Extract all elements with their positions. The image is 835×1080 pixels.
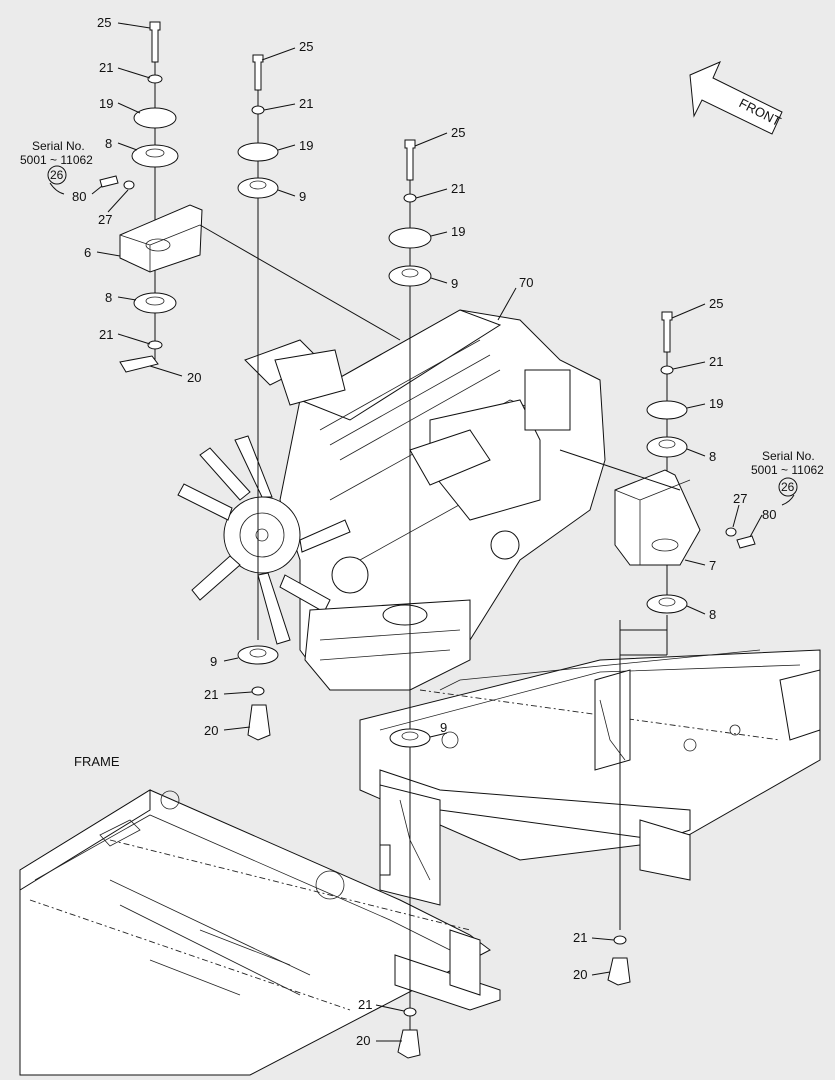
callout-b19: 19 <box>299 138 313 153</box>
callout-d7: 7 <box>709 558 716 573</box>
serial-note-left-line1: Serial No. <box>32 139 85 153</box>
callout-d8b: 8 <box>709 607 716 622</box>
callout-c20: 20 <box>356 1033 370 1048</box>
callout-a25: 25 <box>97 15 111 30</box>
callout-d25: 25 <box>709 296 723 311</box>
mount-assembly-c <box>388 139 432 1059</box>
serial-note-right-line1: Serial No. <box>762 449 815 463</box>
callout-a6: 6 <box>84 245 91 260</box>
serial-note-left-line2: 5001 ~ 11062 <box>20 153 93 167</box>
callout-b25: 25 <box>299 39 313 54</box>
frame-chassis <box>19 649 821 1076</box>
engine-assembly <box>177 309 606 691</box>
callout-d80: 80 <box>762 507 776 522</box>
callout-a8: 8 <box>105 136 112 151</box>
callout-a19: 19 <box>99 96 113 111</box>
callout-c9: 9 <box>451 276 458 291</box>
serial-note-right: Serial No. 5001 ~ 11062 26 <box>751 449 824 506</box>
callout-d19: 19 <box>709 396 723 411</box>
callout-b9b: 9 <box>210 654 217 669</box>
serial-note-right-ref: 26 <box>781 480 795 494</box>
callout-c25: 25 <box>451 125 465 140</box>
callout-a80: 80 <box>72 189 86 204</box>
callout-d21b: 21 <box>573 930 587 945</box>
mount-assembly-a <box>99 21 203 373</box>
callout-d20: 20 <box>573 967 587 982</box>
frame-label: FRAME <box>74 754 120 769</box>
callout-c9b: 9 <box>440 720 447 735</box>
callout-b9: 9 <box>299 189 306 204</box>
serial-note-right-line2: 5001 ~ 11062 <box>751 463 824 477</box>
callout-b21: 21 <box>299 96 313 111</box>
callout-a27: 27 <box>98 212 112 227</box>
callout-c70: 70 <box>519 275 533 290</box>
callout-c19: 19 <box>451 224 465 239</box>
callout-b21b: 21 <box>204 687 218 702</box>
callout-a21: 21 <box>99 60 113 75</box>
callout-a8b: 8 <box>105 290 112 305</box>
callout-d27: 27 <box>733 491 747 506</box>
mount-assembly-d <box>607 311 756 986</box>
callout-c21b: 21 <box>358 997 372 1012</box>
leader-lines <box>91 22 763 1042</box>
callout-d21: 21 <box>709 354 723 369</box>
callout-a21b: 21 <box>99 327 113 342</box>
serial-note-left: Serial No. 5001 ~ 11062 26 <box>20 139 93 195</box>
callout-labels: 25 21 19 8 80 27 6 8 21 20 25 21 19 9 9 … <box>72 15 776 1048</box>
serial-note-left-ref: 26 <box>50 168 64 182</box>
callout-b20: 20 <box>204 723 218 738</box>
mount-assembly-b <box>237 54 279 741</box>
front-arrow <box>689 61 783 135</box>
callout-c21: 21 <box>451 181 465 196</box>
callout-a20: 20 <box>187 370 201 385</box>
callout-d8: 8 <box>709 449 716 464</box>
